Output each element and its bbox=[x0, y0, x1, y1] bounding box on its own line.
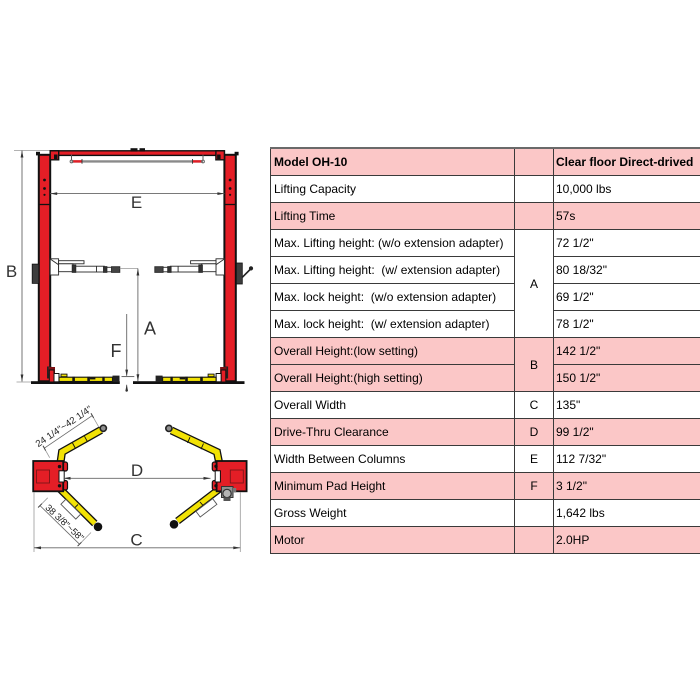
svg-text:A: A bbox=[144, 319, 156, 339]
svg-text:F: F bbox=[111, 341, 122, 361]
svg-text:D: D bbox=[131, 461, 143, 480]
svg-text:E: E bbox=[131, 193, 142, 212]
svg-text:C: C bbox=[130, 531, 142, 550]
svg-text:B: B bbox=[6, 262, 17, 281]
